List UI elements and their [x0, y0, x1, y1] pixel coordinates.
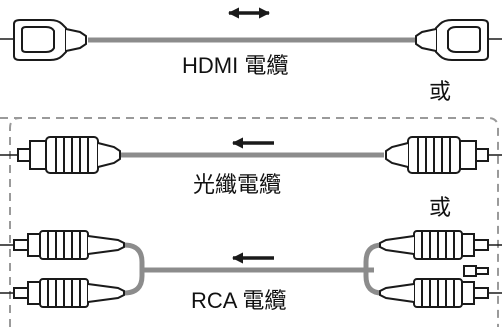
rca-cable-label: RCA 電纜 — [191, 288, 287, 313]
optical-cable-label: 光纖電纜 — [193, 172, 282, 197]
hdmi-plug-left — [13, 19, 87, 61]
hdmi-plug-right — [415, 19, 489, 61]
optical-plug-left — [17, 136, 121, 174]
rca-plug-right-bottom — [379, 278, 489, 308]
rca-plug-left-bottom — [13, 278, 125, 308]
rca-adapter-clip — [463, 265, 489, 277]
or-label-2: 或 — [429, 195, 452, 220]
hdmi-cable-label: HDMI 電纜 — [182, 53, 289, 78]
or-label-1: 或 — [429, 79, 452, 104]
optical-cable — [0, 136, 502, 174]
rca-cable — [0, 230, 502, 308]
rca-plug-right-top — [379, 230, 489, 260]
hdmi-cable — [0, 7, 502, 61]
dashed-group-border — [0, 117, 499, 327]
optical-plug-right — [385, 136, 489, 174]
rca-plug-left-top — [13, 230, 125, 260]
